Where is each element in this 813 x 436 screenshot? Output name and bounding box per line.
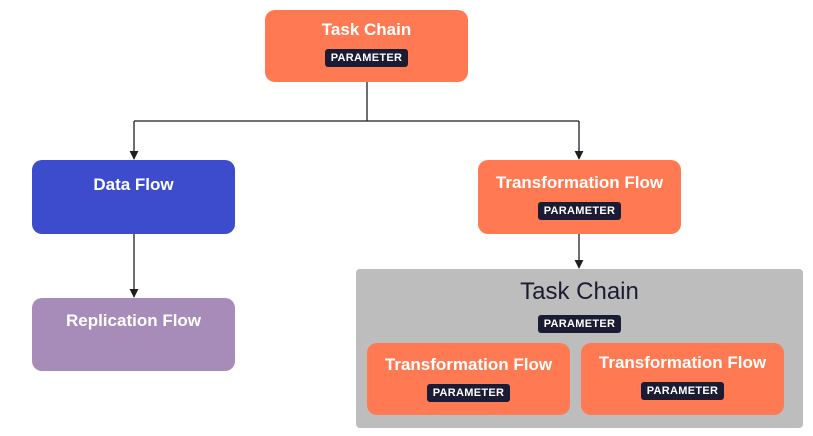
task-chain-root-title: Task Chain [321,20,412,39]
nested-task-chain-title: Task Chain [520,278,639,305]
nested-transformation-flow-badge-1: PARAMETER [426,384,511,402]
task-chain-root-badge: PARAMETER [324,49,409,67]
nested-transformation-flow-badge-2: PARAMETER [640,382,725,400]
nested-transformation-flow-node-2[interactable]: Transformation Flow PARAMETER [581,343,784,415]
replication-flow-node[interactable]: Replication Flow [32,298,235,371]
nested-transformation-flow-title-2: Transformation Flow [598,353,767,372]
nested-task-chain-badge: PARAMETER [537,315,622,333]
nested-task-chain-group[interactable]: Task Chain PARAMETER Transformation Flow… [356,269,803,428]
nested-transformation-flow-node-1[interactable]: Transformation Flow PARAMETER [367,343,570,415]
replication-flow-title: Replication Flow [65,311,202,330]
transformation-flow-badge: PARAMETER [537,202,622,220]
transformation-flow-node[interactable]: Transformation Flow PARAMETER [478,160,681,234]
transformation-flow-title: Transformation Flow [495,173,664,192]
data-flow-title: Data Flow [93,175,174,194]
task-chain-root-node[interactable]: Task Chain PARAMETER [265,10,468,82]
data-flow-node[interactable]: Data Flow [32,160,235,234]
nested-transformation-flow-title-1: Transformation Flow [384,355,553,374]
nested-task-chain-badge-wrap: PARAMETER [356,314,803,333]
